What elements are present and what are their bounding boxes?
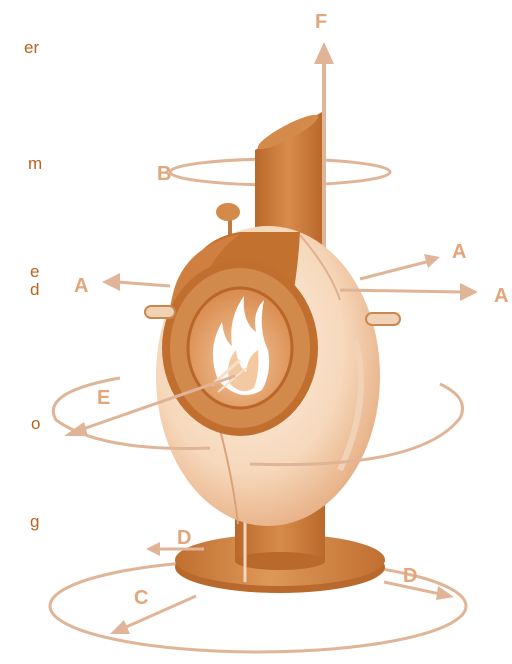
label-a-left: A [74, 275, 88, 297]
label-a-right-lower: A [494, 285, 508, 307]
handle-left [145, 306, 175, 318]
label-a-right-upper: A [452, 241, 466, 263]
arrow-c [110, 596, 196, 634]
handle-right [366, 313, 400, 325]
label-f: F [315, 11, 327, 33]
arrow-a-left [102, 273, 170, 291]
label-b: B [157, 163, 171, 185]
label-c: C [134, 587, 148, 609]
label-d-right: D [403, 565, 417, 587]
label-e: E [97, 387, 110, 409]
arrow-a-right-upper [360, 254, 440, 279]
label-d-left: D [177, 527, 191, 549]
